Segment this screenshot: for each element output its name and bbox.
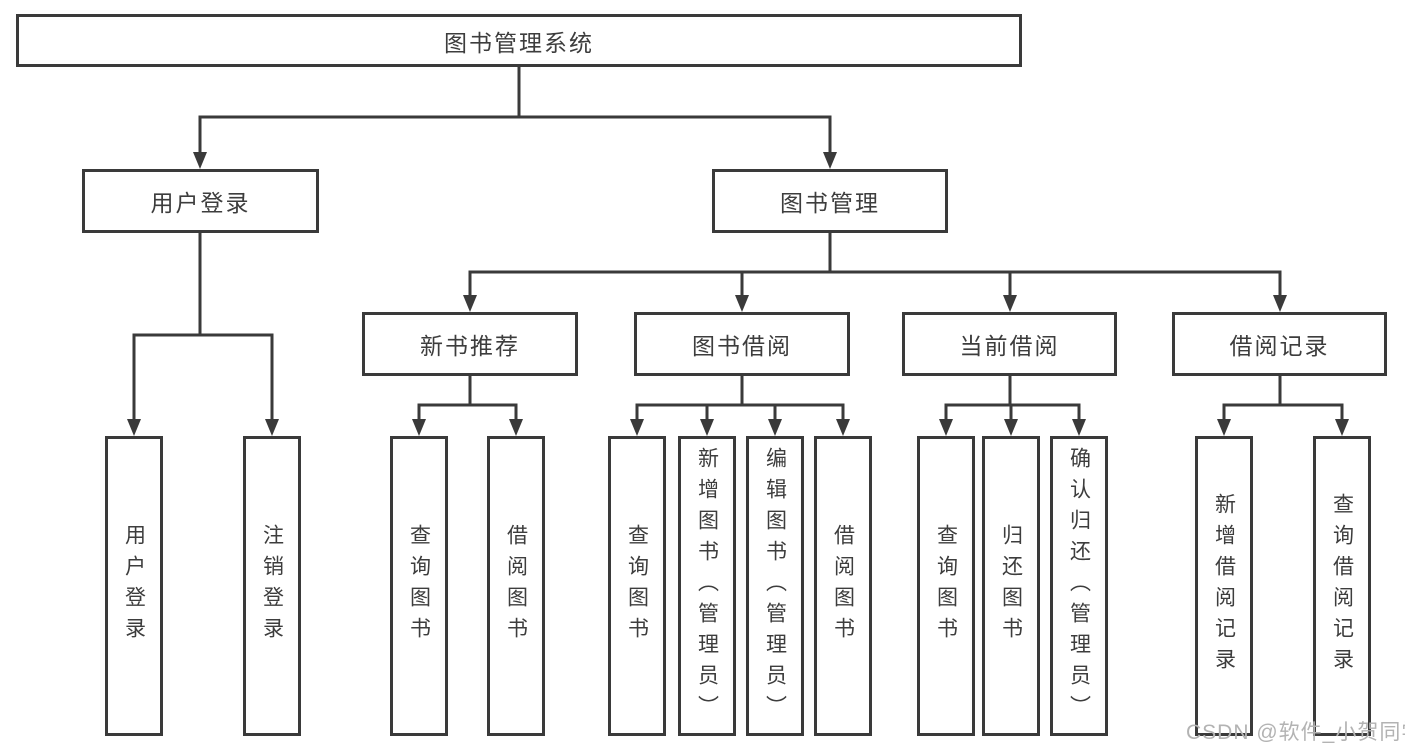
- node-book-borrow: 图书借阅: [634, 312, 850, 376]
- leaf-label: 确认归还（管理员）: [1067, 446, 1091, 726]
- arrow-down-icon: [265, 419, 279, 436]
- arrow-down-icon: [939, 419, 953, 436]
- arrow-down-icon: [127, 419, 141, 436]
- arrow-down-icon: [836, 419, 850, 436]
- arrow-down-icon: [1003, 295, 1017, 312]
- leaf-label: 查询图书: [934, 524, 958, 648]
- node-borrow-records: 借阅记录: [1172, 312, 1387, 376]
- leaf-label: 用户登录: [122, 524, 146, 648]
- leaf-records-search: 查询借阅记录: [1313, 436, 1371, 736]
- leaf-label: 归还图书: [999, 524, 1023, 648]
- connector-new-book-branch: [412, 374, 523, 436]
- arrow-down-icon: [509, 419, 523, 436]
- leaf-borrow-edit-admin: 编辑图书（管理员）: [746, 436, 804, 736]
- arrow-down-icon: [1004, 419, 1018, 436]
- arrow-down-icon: [630, 419, 644, 436]
- leaf-label: 注销登录: [260, 524, 284, 648]
- arrow-down-icon: [823, 152, 837, 169]
- connector-root-to-level2: [193, 64, 837, 169]
- leaf-records-add: 新增借阅记录: [1195, 436, 1253, 736]
- arrow-down-icon: [700, 419, 714, 436]
- leaf-label: 新增图书（管理员）: [695, 446, 719, 726]
- node-book-management: 图书管理: [712, 169, 948, 233]
- arrow-down-icon: [1335, 419, 1349, 436]
- leaf-borrow-add-admin: 新增图书（管理员）: [678, 436, 736, 736]
- leaf-label: 查询图书: [625, 524, 649, 648]
- node-new-book-recommend: 新书推荐: [362, 312, 578, 376]
- leaf-borrow-search: 查询图书: [608, 436, 666, 736]
- leaf-label: 编辑图书（管理员）: [763, 446, 787, 726]
- arrow-down-icon: [1072, 419, 1086, 436]
- arrow-down-icon: [735, 295, 749, 312]
- arrow-down-icon: [463, 295, 477, 312]
- csdn-watermark: CSDN @软件_小贺同学: [1186, 721, 1405, 744]
- leaf-borrow-borrow: 借阅图书: [814, 436, 872, 736]
- connector-book-management-branch: [463, 231, 1287, 312]
- leaf-current-search: 查询图书: [917, 436, 975, 736]
- leaf-label: 查询借阅记录: [1330, 493, 1354, 679]
- connector-current-borrow-branch: [939, 374, 1086, 436]
- leaf-label: 借阅图书: [504, 524, 528, 648]
- leaf-current-confirm-admin: 确认归还（管理员）: [1050, 436, 1108, 736]
- node-current-borrow: 当前借阅: [902, 312, 1117, 376]
- leaf-current-return: 归还图书: [982, 436, 1040, 736]
- leaf-newbooks-search: 查询图书: [390, 436, 448, 736]
- connector-user-login-branch: [127, 231, 279, 436]
- leaf-newbooks-borrow: 借阅图书: [487, 436, 545, 736]
- arrow-down-icon: [193, 152, 207, 169]
- connector-book-borrow-branch: [630, 374, 850, 436]
- leaf-label: 查询图书: [407, 524, 431, 648]
- leaf-user-login: 用户登录: [105, 436, 163, 736]
- leaf-label: 新增借阅记录: [1212, 493, 1236, 679]
- connector-borrow-records-branch: [1217, 374, 1349, 436]
- leaf-label: 借阅图书: [831, 524, 855, 648]
- node-root-system: 图书管理系统: [16, 14, 1022, 67]
- leaf-logout: 注销登录: [243, 436, 301, 736]
- arrow-down-icon: [1217, 419, 1231, 436]
- arrow-down-icon: [412, 419, 426, 436]
- arrow-down-icon: [768, 419, 782, 436]
- node-user-login: 用户登录: [82, 169, 319, 233]
- arrow-down-icon: [1273, 295, 1287, 312]
